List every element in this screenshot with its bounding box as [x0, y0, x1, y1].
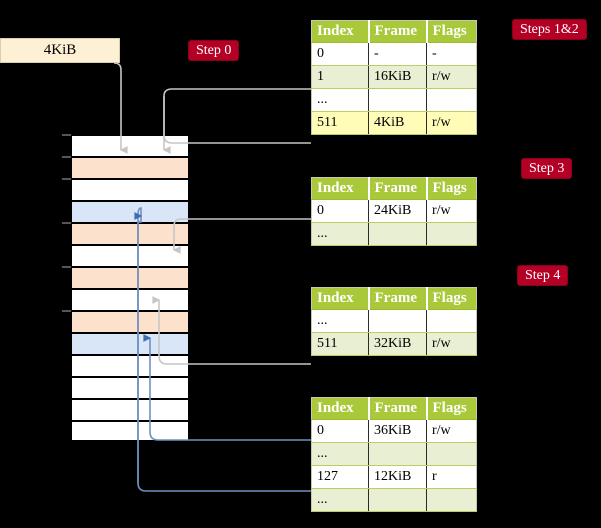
- badge-step-4: Step 4: [517, 265, 569, 286]
- cell-frame: 12KiB: [368, 465, 427, 489]
- cell-frame: 24KiB: [368, 199, 427, 223]
- cell-frame: 32KiB: [368, 332, 427, 356]
- memory-frame-row: [70, 288, 190, 310]
- cell-flags: [426, 488, 477, 512]
- column-header-flags: Flags: [426, 20, 477, 43]
- table-row: ...: [311, 442, 477, 466]
- cell-flags: [426, 442, 477, 466]
- cell-flags: r/w: [426, 419, 477, 443]
- cell-flags: -: [426, 42, 477, 66]
- memory-frame-row: [70, 420, 190, 442]
- memory-frame-row: [70, 398, 190, 420]
- badge-steps-1-2: Steps 1&2: [512, 19, 587, 40]
- column-header-frame: Frame: [368, 397, 428, 420]
- table-row: ...: [311, 88, 477, 112]
- memory-frame-row: [70, 134, 190, 156]
- cell-frame: 36KiB: [368, 419, 427, 443]
- cell-frame: [368, 88, 427, 112]
- column-header-frame: Frame: [368, 177, 428, 200]
- cell-frame: [368, 309, 427, 333]
- column-header-index: Index: [311, 177, 370, 200]
- cell-frame: [368, 442, 427, 466]
- source-frame-box: 4KiB: [0, 38, 120, 63]
- memory-frame-row: [70, 200, 190, 222]
- table-header-row: Index Frame Flags: [311, 287, 477, 310]
- column-header-index: Index: [311, 287, 370, 310]
- cell-frame: 4KiB: [368, 111, 427, 135]
- cell-index: 511: [311, 332, 369, 356]
- cell-flags: [426, 309, 477, 333]
- cell-index: ...: [311, 222, 369, 246]
- cell-index: 0: [311, 199, 369, 223]
- memory-frame-row: [70, 310, 190, 332]
- cell-frame: [368, 488, 427, 512]
- memory-frame-row: [70, 376, 190, 398]
- memory-frame-row: [70, 222, 190, 244]
- memory-frame-tick: [62, 178, 71, 180]
- cell-index: ...: [311, 442, 369, 466]
- memory-frame-tick: [62, 156, 71, 158]
- physical-memory-column: [62, 134, 190, 442]
- memory-frame-tick: [62, 310, 71, 312]
- cell-flags: r/w: [426, 199, 477, 223]
- cell-index: 127: [311, 465, 369, 489]
- memory-frame-tick: [62, 266, 71, 268]
- memory-frame-tick: [62, 134, 71, 136]
- cell-index: 0: [311, 419, 369, 443]
- memory-frame-tick: [62, 222, 71, 224]
- column-header-flags: Flags: [426, 397, 477, 420]
- cell-index: ...: [311, 309, 369, 333]
- badge-step-3: Step 3: [521, 158, 573, 179]
- cell-flags: [426, 222, 477, 246]
- cell-index: ...: [311, 488, 369, 512]
- cell-frame: 16KiB: [368, 65, 427, 89]
- memory-frame-row: [70, 156, 190, 178]
- column-header-index: Index: [311, 397, 370, 420]
- cell-frame: -: [368, 42, 427, 66]
- column-header-flags: Flags: [426, 177, 477, 200]
- column-header-frame: Frame: [368, 287, 428, 310]
- table-row: ...: [311, 222, 477, 246]
- cell-index: 1: [311, 65, 369, 89]
- memory-frame-row: [70, 178, 190, 200]
- cell-flags: [426, 88, 477, 112]
- table-row: 0--: [311, 42, 477, 66]
- memory-frame-row: [70, 354, 190, 376]
- cell-flags: r/w: [426, 65, 477, 89]
- cell-index: 0: [311, 42, 369, 66]
- memory-frame-row: [70, 244, 190, 266]
- cell-flags: r/w: [426, 111, 477, 135]
- column-header-frame: Frame: [368, 20, 428, 43]
- cell-index: ...: [311, 88, 369, 112]
- table-row: ...: [311, 488, 477, 512]
- cell-frame: [368, 222, 427, 246]
- column-header-index: Index: [311, 20, 370, 43]
- table-header-row: Index Frame Flags: [311, 177, 477, 200]
- table-header-row: Index Frame Flags: [311, 20, 477, 43]
- cell-index: 511: [311, 111, 369, 135]
- column-header-flags: Flags: [426, 287, 477, 310]
- memory-frame-row: [70, 266, 190, 288]
- memory-frame-row: [70, 332, 190, 354]
- badge-step-0: Step 0: [188, 40, 240, 61]
- source-frame-label: 4KiB: [43, 42, 77, 58]
- cell-flags: r: [426, 465, 477, 489]
- table-header-row: Index Frame Flags: [311, 397, 477, 420]
- cell-flags: r/w: [426, 332, 477, 356]
- table-row: ...: [311, 309, 477, 333]
